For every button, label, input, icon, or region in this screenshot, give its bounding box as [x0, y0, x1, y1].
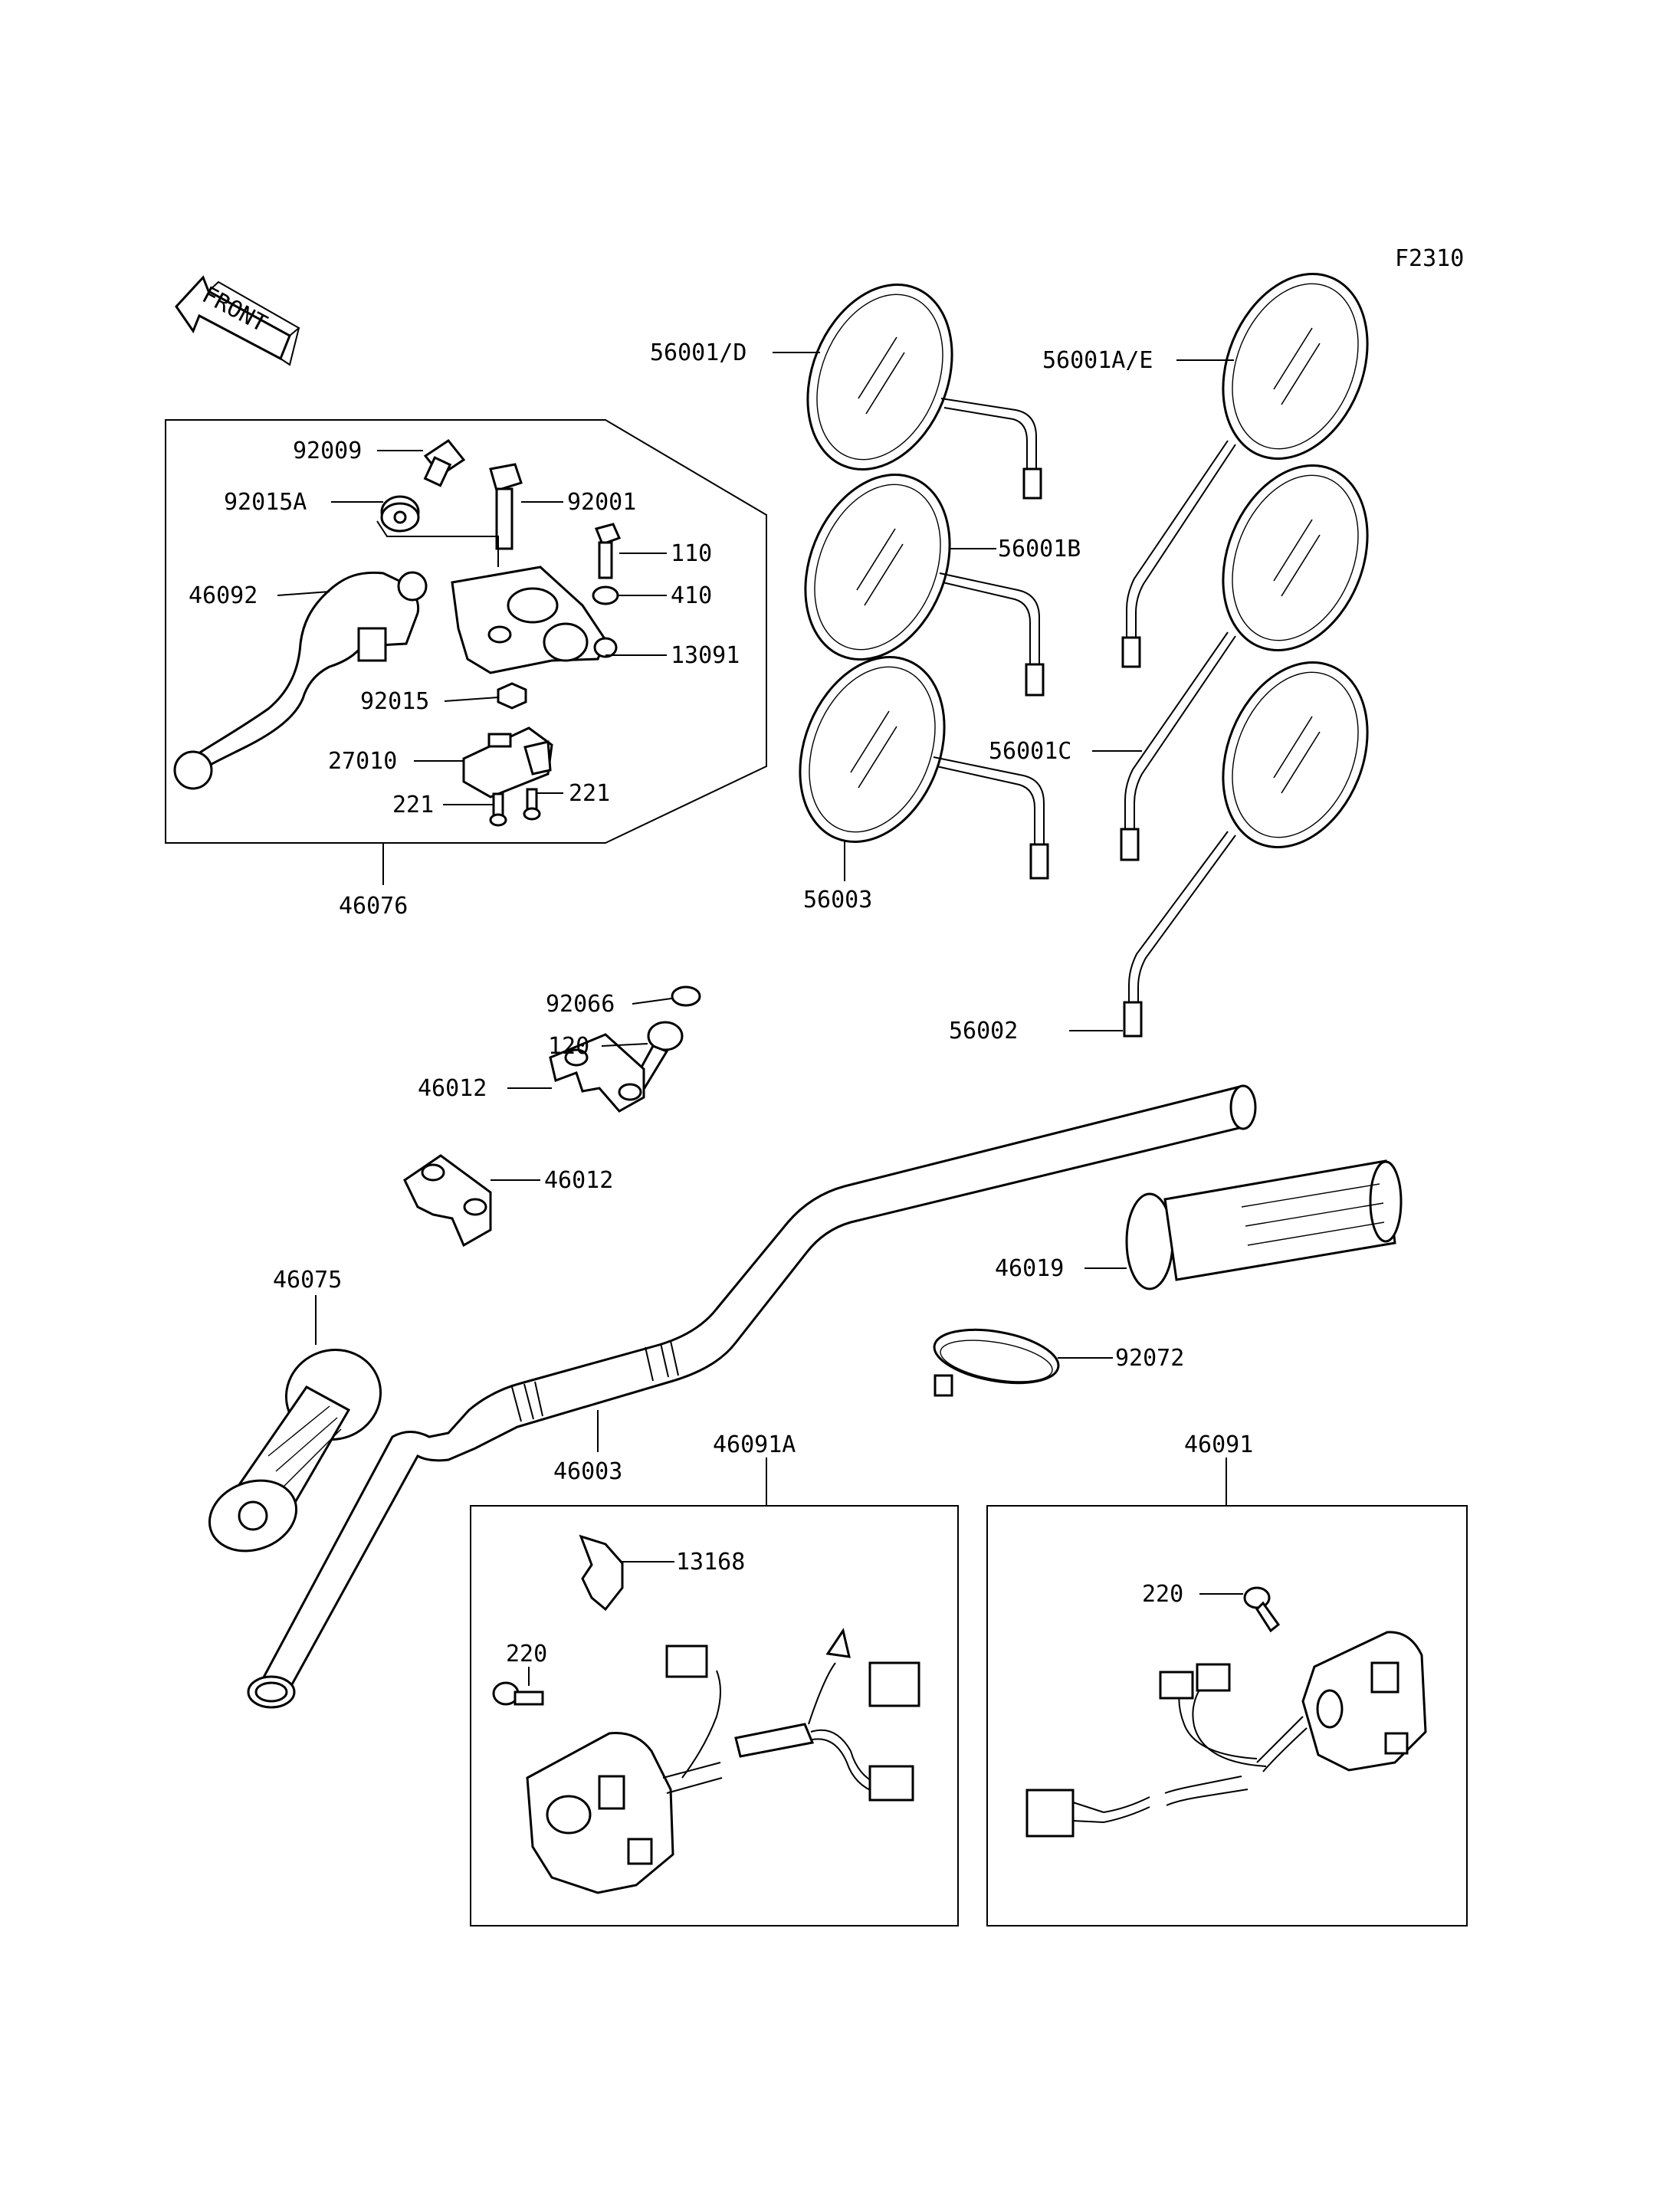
- bolt-110: [594, 523, 622, 579]
- front-arrow-icon: FRONT: [175, 275, 300, 366]
- brake-lever-46092: [173, 571, 428, 790]
- part-label-46091: 46091: [1184, 1431, 1253, 1458]
- part-label-120: 120: [548, 1033, 589, 1060]
- part-label-221a: 221: [392, 792, 434, 818]
- part-label-221b: 221: [569, 780, 610, 807]
- switch-housing-right: [1025, 1631, 1427, 1838]
- leader-lines-mirrors: [773, 352, 1234, 1031]
- part-label-46076: 46076: [339, 893, 408, 920]
- screw-220a: [492, 1681, 544, 1706]
- mirror-56001B: [804, 474, 1045, 697]
- switch-27010: [462, 726, 553, 798]
- handlebar-46003: [247, 1084, 1257, 1709]
- nut-92015A: [380, 495, 420, 533]
- part-label-46091A: 46091A: [713, 1431, 796, 1458]
- mirror-56001D: [806, 284, 1042, 500]
- mirror-56002: [1123, 661, 1369, 1038]
- part-label-92009: 92009: [293, 438, 362, 464]
- part-label-92015A: 92015A: [224, 489, 307, 516]
- part-label-220b: 220: [1142, 1581, 1183, 1608]
- part-label-220a: 220: [506, 1641, 547, 1667]
- part-label-56001B: 56001B: [998, 536, 1081, 562]
- figure-code: F2310: [1395, 245, 1464, 272]
- lever-assembly-panel: [165, 419, 767, 844]
- part-label-92072: 92072: [1115, 1345, 1184, 1372]
- part-label-92066: 92066: [546, 991, 615, 1018]
- part-label-46019: 46019: [995, 1255, 1064, 1282]
- mirror-56003: [799, 656, 1049, 880]
- part-label-13168: 13168: [676, 1549, 745, 1576]
- mirror-56001AE: [1121, 273, 1369, 668]
- bolt-92001: [489, 463, 523, 550]
- part-label-46075: 46075: [273, 1267, 342, 1294]
- part-label-46092: 46092: [189, 582, 258, 609]
- screw-221a: [489, 792, 507, 827]
- part-label-46012b: 46012: [544, 1167, 613, 1194]
- part-label-56001AE: 56001A/E: [1042, 347, 1153, 374]
- leader-lines-lever: [277, 450, 667, 885]
- part-label-56001D: 56001/D: [650, 339, 746, 366]
- part-label-27010: 27010: [328, 748, 397, 775]
- part-label-110: 110: [671, 540, 712, 567]
- grip-46019: [1125, 1159, 1403, 1290]
- screw-220b: [1243, 1586, 1281, 1633]
- part-label-92001: 92001: [567, 489, 636, 516]
- part-label-46012a: 46012: [418, 1075, 487, 1102]
- grip-46075: [208, 1349, 382, 1553]
- washer-92066: [671, 985, 701, 1007]
- holder-46012-lower: [403, 1154, 492, 1248]
- screw-221b: [523, 788, 541, 821]
- part-label-46003: 46003: [553, 1458, 622, 1485]
- part-label-92015: 92015: [360, 688, 429, 715]
- part-label-56002: 56002: [949, 1018, 1018, 1044]
- part-label-56003: 56003: [803, 887, 872, 913]
- clip-13168: [579, 1534, 624, 1612]
- bolt-92009: [423, 438, 466, 487]
- nut-92015: [497, 682, 527, 710]
- mirror-56001C: [1120, 464, 1369, 861]
- part-label-56001C: 56001C: [989, 738, 1071, 765]
- band-92072: [933, 1328, 1060, 1397]
- switch-housing-left: [526, 1628, 920, 1894]
- switch-assembly-panel-46091A: [470, 1505, 959, 1926]
- part-label-410: 410: [671, 582, 712, 609]
- holder-46012-upper: [549, 1033, 645, 1113]
- leader-lines-holders: [491, 998, 672, 1181]
- part-label-13091: 13091: [671, 642, 740, 669]
- clamp-13091: [451, 566, 618, 674]
- washer-410: [592, 585, 619, 605]
